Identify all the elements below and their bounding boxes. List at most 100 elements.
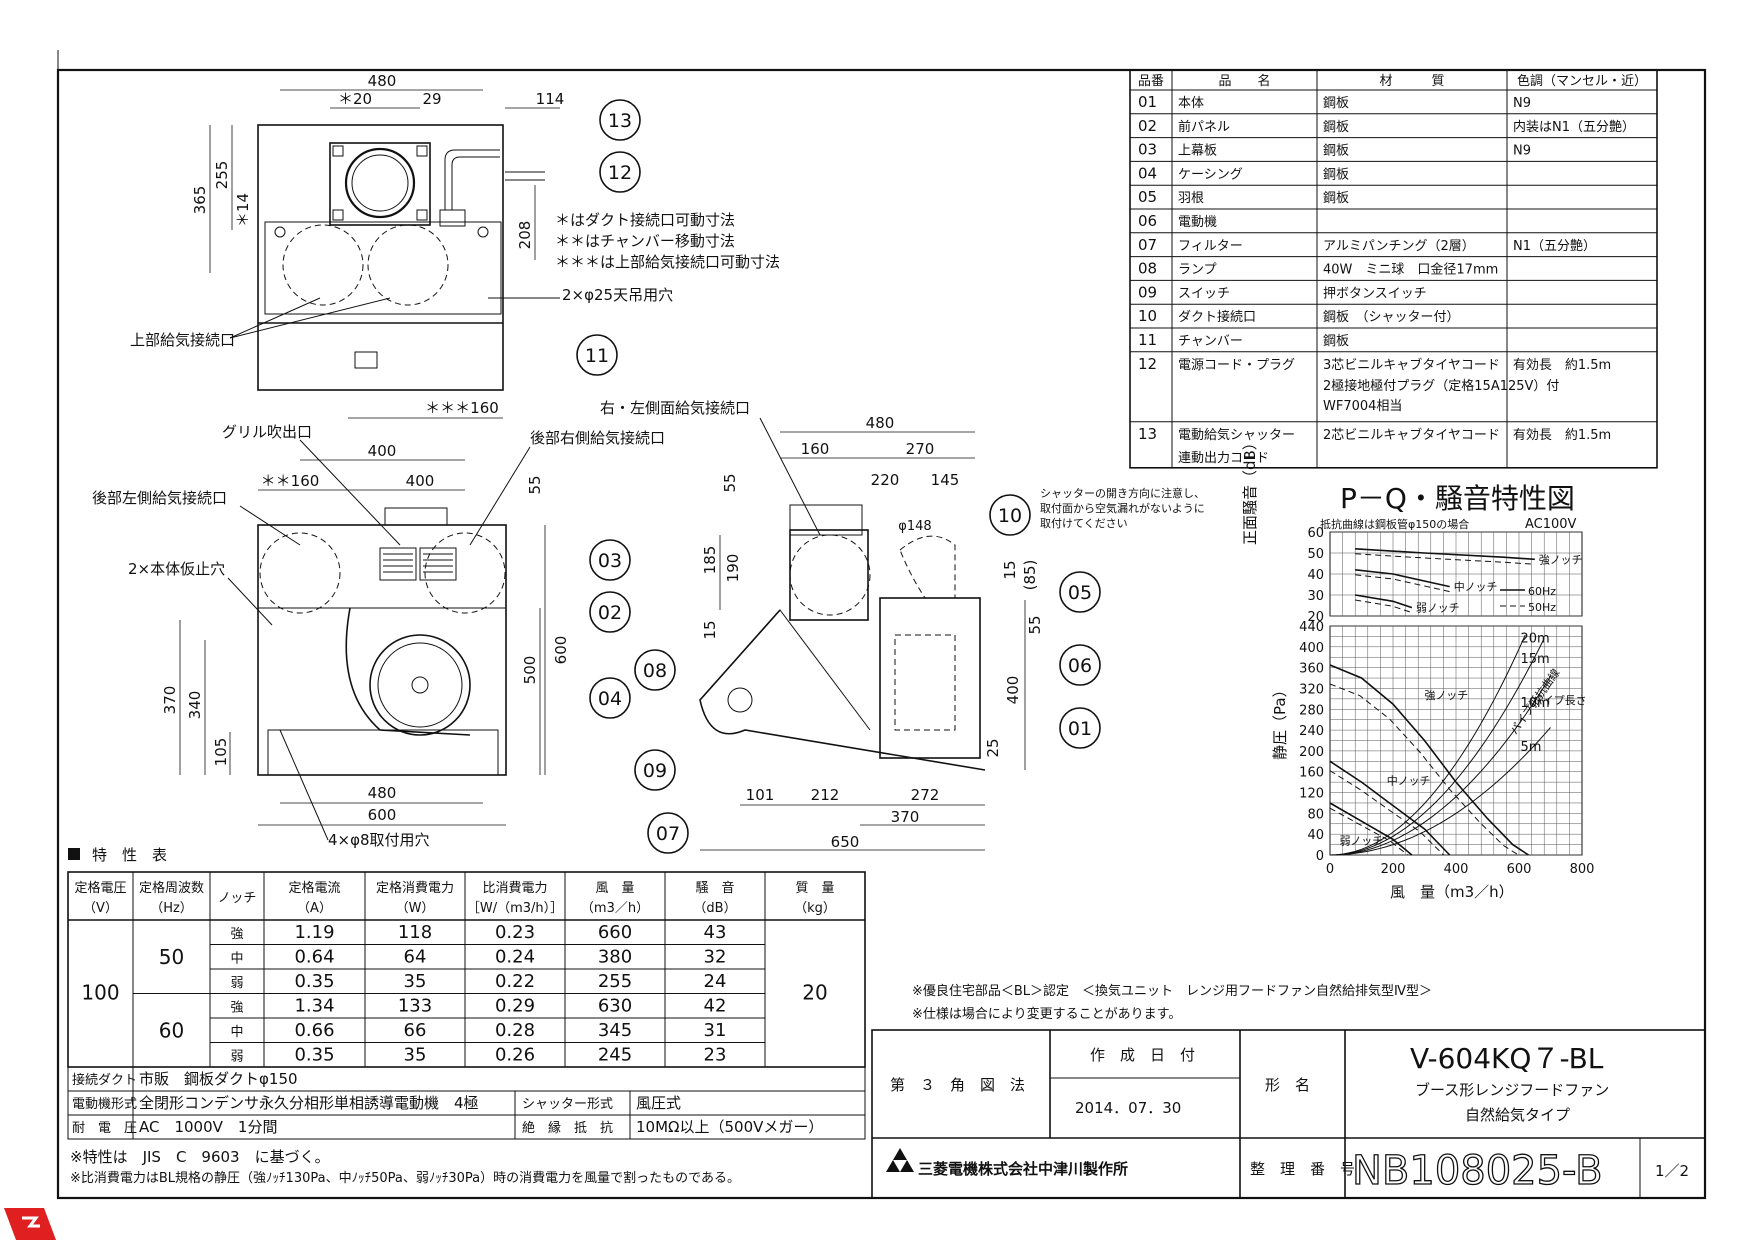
pq-series-line-50hz xyxy=(1329,807,1409,856)
pq-series-line xyxy=(1329,760,1451,856)
noise-series-label: 中ノッチ xyxy=(1454,581,1498,594)
pq-ylabel: 静圧（Pa） xyxy=(1271,682,1289,760)
dim-front-600h: 600 xyxy=(368,806,397,824)
part-name: 電動給気シャッター xyxy=(1178,427,1295,443)
pq-notch-low: 弱ノッチ xyxy=(1339,835,1383,848)
dim-side-55a: 55 xyxy=(721,473,739,492)
spec-frequency: 60 xyxy=(159,1018,184,1042)
part-material: 鋼板 xyxy=(1323,120,1349,135)
title-block: 第 ３ 角 図 法 作 成 日 付 2014．07．30 形 名 V-604KQ… xyxy=(871,1029,1706,1199)
balloon-label: 09 xyxy=(643,760,667,782)
pq-notch-mid: 中ノッチ xyxy=(1387,775,1431,788)
balloon-label: 12 xyxy=(608,162,632,184)
dim-side-272: 272 xyxy=(911,786,940,804)
resistance-curve xyxy=(1329,634,1526,856)
noise-series-line-50hz xyxy=(1355,553,1535,565)
spec-frequency: 50 xyxy=(159,945,184,969)
spec-voltage: 100 xyxy=(81,981,119,1005)
spec-cell: 0.64 xyxy=(294,947,334,968)
shutter-note-3: 取付けてください xyxy=(1040,517,1128,530)
spec-extra-label: 耐 電 圧 xyxy=(72,1121,137,1136)
noise-ytick: 20 xyxy=(1307,610,1324,625)
spec-extra-label: 電動機形式 xyxy=(72,1097,137,1112)
pq-ytick: 280 xyxy=(1299,703,1324,718)
balloon-05 xyxy=(1059,571,1101,613)
spec-header-unit: （A） xyxy=(297,901,332,916)
parts-table-frame xyxy=(1129,69,1658,469)
balloon-12 xyxy=(599,151,641,193)
spec-extra-row xyxy=(67,1114,866,1140)
chart-voltage: AC100V xyxy=(1525,517,1577,532)
company-name: 三菱電機株式会社中津川製作所 xyxy=(918,1160,1128,1178)
dim-side-370: 370 xyxy=(891,808,920,826)
part-number: 06 xyxy=(1138,212,1157,230)
dim-front-340: 340 xyxy=(186,691,204,720)
dim-side-25: 25 xyxy=(984,738,1002,757)
balloon-label: 06 xyxy=(1068,655,1092,677)
dim-side-101: 101 xyxy=(746,786,775,804)
part-number: 12 xyxy=(1138,355,1157,373)
spec-cell: 118 xyxy=(398,922,432,943)
label-rear-left: 後部左側給気接続口 xyxy=(92,489,227,507)
model-number: V-604KQ７-BL xyxy=(1410,1042,1604,1075)
spec-cell: 弱 xyxy=(230,1050,243,1065)
part-name: 前パネル xyxy=(1178,119,1230,135)
dim-front-600v: 600 xyxy=(552,636,570,665)
noise-series-label: 強ノッチ xyxy=(1539,553,1583,566)
balloon-label: 11 xyxy=(585,345,609,367)
part-name: ランプ xyxy=(1178,263,1217,278)
pq-series-line xyxy=(1329,802,1413,856)
balloon-09 xyxy=(634,749,676,791)
spec-extra-value: 全閉形コンデンサ永久分相形単相誘導電動機 4極 xyxy=(139,1094,479,1112)
part-material: 鋼板 xyxy=(1323,144,1349,159)
spec-cell: 0.26 xyxy=(495,1045,535,1066)
pipe-length-label: 15m xyxy=(1521,652,1550,667)
section-bullet xyxy=(68,848,80,860)
dim-front-370: 370 xyxy=(161,686,179,715)
dim-side-145: 145 xyxy=(931,471,960,489)
spec-cell: 43 xyxy=(704,922,727,943)
dim-side-160: 160 xyxy=(801,440,830,458)
pq-xtick: 0 xyxy=(1326,862,1334,877)
pq-ytick: 400 xyxy=(1299,641,1324,656)
balloon-label: 08 xyxy=(643,660,667,682)
spec-extra-value2: 風圧式 xyxy=(636,1094,681,1112)
page-number: 1／2 xyxy=(1655,1162,1689,1180)
spec-cell: 245 xyxy=(598,1045,632,1066)
spec-extra-value: AC 1000V 1分間 xyxy=(139,1118,277,1136)
pipe-length-label: 5m xyxy=(1521,740,1542,755)
noise-ylabel: 正面騒音（dB） xyxy=(1241,435,1259,545)
balloon-03 xyxy=(589,539,631,581)
part-material: 押ボタンスイッチ xyxy=(1323,286,1427,301)
spec-header: 風 量 xyxy=(595,881,634,896)
dim-side-85: (85) xyxy=(1021,560,1039,591)
spec-cell: 31 xyxy=(704,1020,727,1041)
spec-header: 定格周波数 xyxy=(139,880,204,896)
projection-label: 第 ３ 角 図 法 xyxy=(890,1076,1025,1094)
spec-header-unit: （dB） xyxy=(693,901,736,916)
part-number: 03 xyxy=(1138,141,1157,159)
balloon-06 xyxy=(1059,644,1101,686)
balloon-02 xyxy=(589,591,631,633)
part-name: ケーシング xyxy=(1178,167,1243,182)
parts-header-1: 品 名 xyxy=(1218,73,1270,89)
pq-ytick: 240 xyxy=(1299,724,1324,739)
spec-cell: 0.24 xyxy=(495,947,535,968)
spec-header: 定格電圧 xyxy=(74,880,126,896)
spec-cell: 35 xyxy=(404,971,427,992)
spec-mass: 20 xyxy=(802,981,827,1005)
part-number: 04 xyxy=(1138,164,1157,182)
part-material: 40W ミニ球 口金径17mm xyxy=(1323,262,1498,278)
part-name: フィルター xyxy=(1178,239,1243,254)
spec-cell: 42 xyxy=(704,996,727,1017)
dim-top-114: 114 xyxy=(536,90,565,108)
pq-xtick: 800 xyxy=(1570,862,1595,877)
spec-cell: 23 xyxy=(704,1045,727,1066)
balloon-08 xyxy=(634,649,676,691)
label-mount-hole: 4×φ8取付用穴 xyxy=(328,831,430,849)
balloon-01 xyxy=(1059,707,1101,749)
part-color: N9 xyxy=(1513,96,1531,111)
dim-front-480: 480 xyxy=(368,784,397,802)
